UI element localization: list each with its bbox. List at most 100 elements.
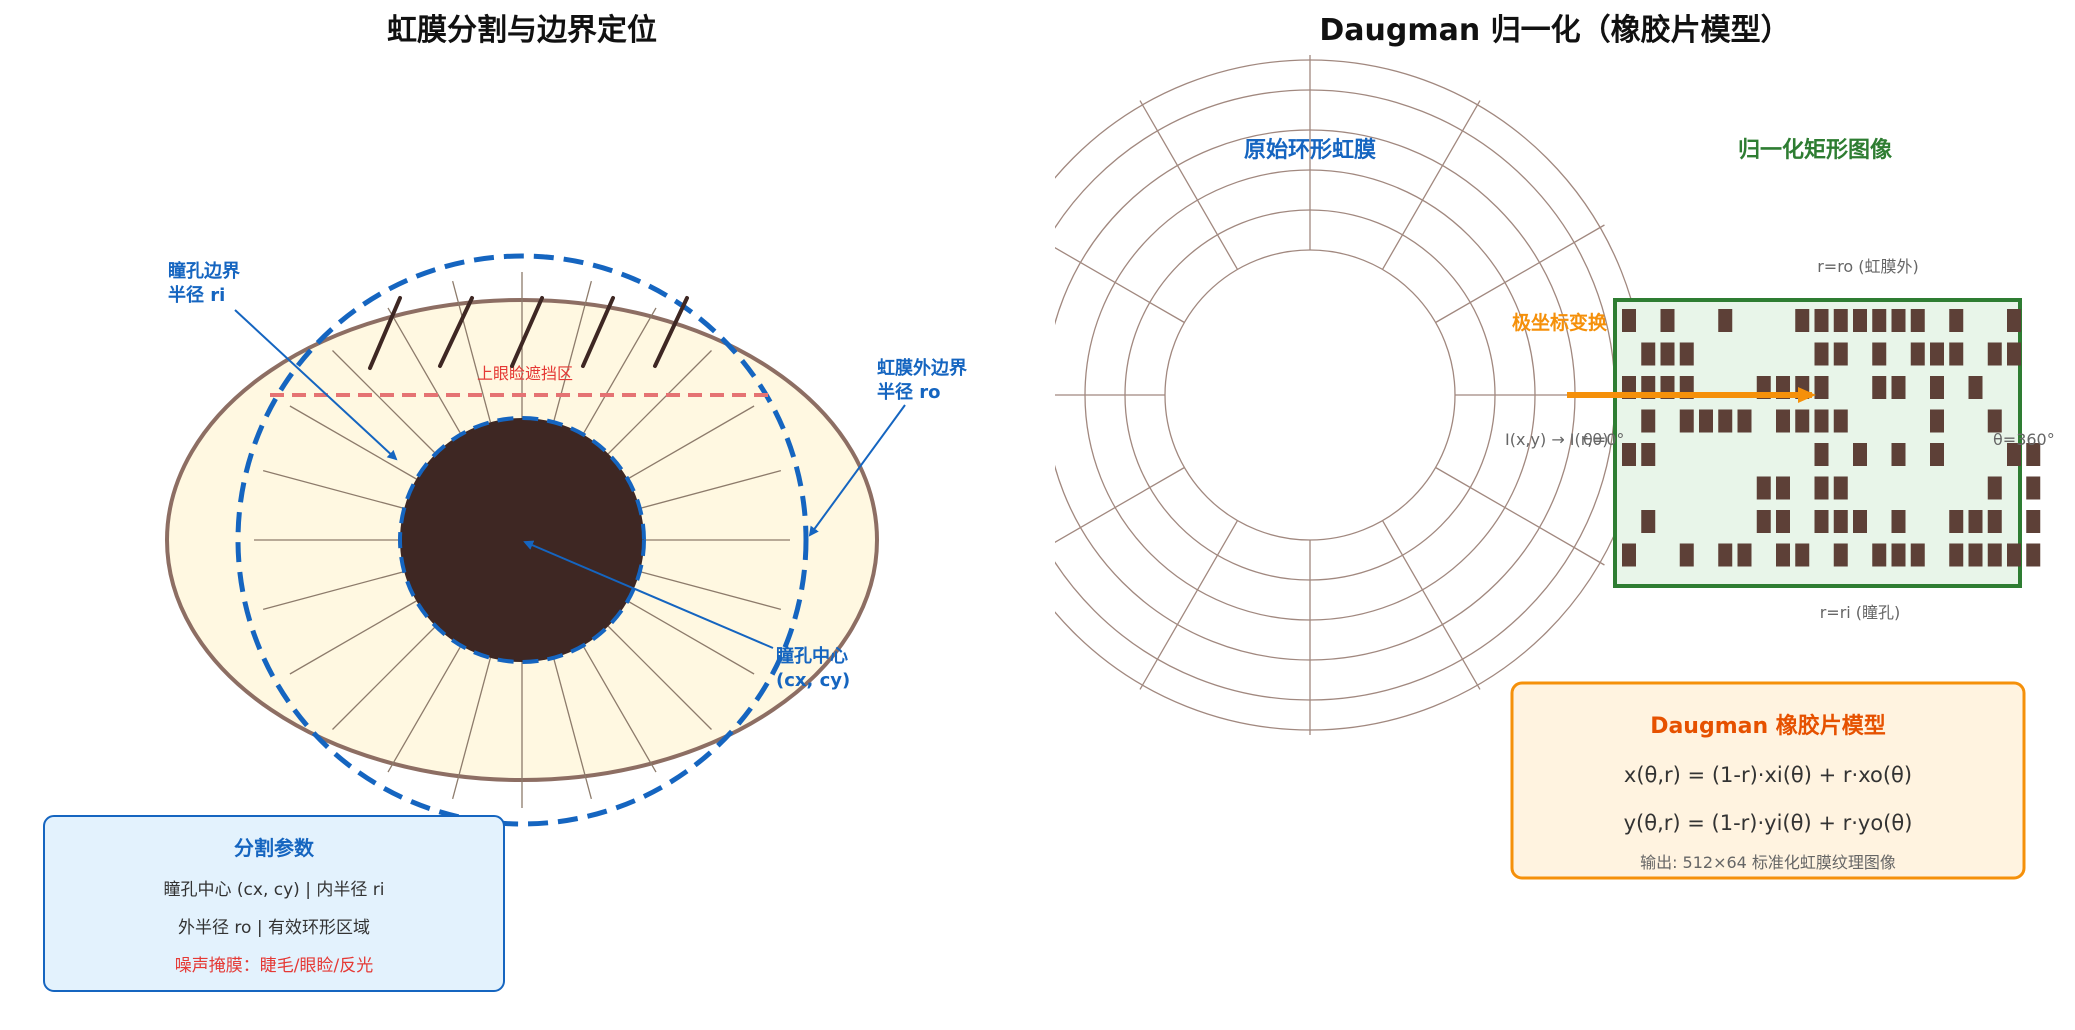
- texture-block: [1910, 309, 1925, 332]
- texture-block: [1891, 543, 1906, 567]
- texture-block: [1679, 409, 1694, 433]
- texture-block: [1814, 376, 1829, 399]
- formula-x: x(θ,r) = (1-r)·xi(θ) + r·xo(θ): [1624, 763, 1912, 787]
- texture-block: [1833, 476, 1848, 500]
- texture-block: [1699, 409, 1713, 433]
- texture-block: [1833, 342, 1848, 366]
- polar-ring: [1164, 249, 1456, 541]
- texture-block: [1641, 510, 1656, 533]
- texture-block: [1872, 309, 1887, 332]
- texture-block: [1949, 342, 1964, 366]
- iris-fiber: [639, 570, 782, 610]
- texture-block: [1814, 476, 1829, 500]
- texture-block: [1756, 476, 1771, 500]
- texture-block: [1679, 342, 1694, 366]
- texture-block: [2007, 543, 2021, 567]
- texture-block: [1833, 510, 1848, 533]
- texture-block: [1930, 443, 1944, 466]
- texture-block: [1930, 342, 1944, 366]
- rect-label: 归一化矩形图像: [1738, 137, 1893, 163]
- texture-block: [1949, 510, 1964, 533]
- iris-fiber: [552, 657, 592, 800]
- iris-fiber: [452, 280, 492, 423]
- texture-block: [1814, 342, 1829, 366]
- iris-fiber: [332, 350, 437, 455]
- texture-block: [1776, 409, 1790, 433]
- texture-block: [1814, 510, 1829, 533]
- texture-block: [1949, 309, 1964, 332]
- polar-spoke: [1381, 100, 1481, 270]
- texture-block: [1910, 543, 1925, 567]
- eyelashes: [368, 296, 689, 370]
- texture-block: [2026, 476, 2041, 500]
- mapping-label: I(x,y) → I(r,θ): [1505, 430, 1608, 449]
- texture-block: [1968, 543, 1983, 567]
- formula-y: y(θ,r) = (1-r)·yi(θ) + r·yo(θ): [1624, 811, 1913, 835]
- polar-spoke: [1435, 466, 1605, 566]
- iris-fiber: [552, 280, 592, 423]
- texture-block: [1987, 543, 2002, 567]
- r-outer-label: r=ro (虹膜外): [1817, 257, 1919, 276]
- texture-blocks: [1622, 309, 2041, 567]
- texture-block: [1853, 510, 1867, 533]
- texture-block: [2026, 443, 2041, 466]
- texture-block: [1891, 309, 1906, 332]
- polar-spoke: [1139, 520, 1239, 690]
- iris-fiber: [582, 645, 657, 773]
- texture-block: [1987, 342, 2002, 366]
- iris-fiber: [289, 600, 417, 675]
- texture-block: [1833, 409, 1848, 433]
- texture-block: [1622, 443, 1636, 466]
- iris-fiber: [607, 350, 712, 455]
- texture-block: [1795, 309, 1810, 332]
- ring-label: 原始环形虹膜: [1244, 137, 1376, 163]
- texture-block: [1853, 309, 1867, 332]
- texture-block: [1814, 309, 1829, 332]
- eyelid-label: 上眼睑遮挡区: [477, 364, 573, 383]
- transform-label: 极坐标变换: [1512, 311, 1608, 334]
- texture-block: [1776, 476, 1790, 500]
- texture-block: [1872, 376, 1887, 399]
- texture-block: [1660, 342, 1675, 366]
- r-inner-label: r=ri (瞳孔): [1820, 603, 1901, 622]
- texture-block: [1776, 510, 1790, 533]
- texture-block: [1641, 443, 1656, 466]
- texture-block: [1987, 510, 2002, 533]
- iris-fiber: [607, 625, 712, 730]
- texture-block: [1949, 543, 1964, 567]
- texture-block: [1833, 309, 1848, 332]
- texture-block: [1737, 543, 1752, 567]
- pupil-arrow: [234, 309, 398, 461]
- iris-arrow: [808, 404, 906, 537]
- iris-fiber: [289, 405, 417, 480]
- model-title: Daugman 橡胶片模型: [1650, 713, 1886, 739]
- iris-fiber: [262, 470, 405, 510]
- texture-block: [1930, 376, 1944, 399]
- pupil: [400, 418, 644, 662]
- texture-block: [1756, 510, 1771, 533]
- texture-block: [1968, 376, 1983, 399]
- texture-block: [2007, 443, 2021, 466]
- polar-spoke: [1139, 100, 1239, 270]
- texture-block: [1891, 443, 1906, 466]
- polar-spoke: [1055, 247, 1185, 324]
- iris-fiber: [332, 625, 437, 730]
- pupil-label-line1: 瞳孔边界: [168, 260, 240, 282]
- model-box: [1510, 681, 2026, 880]
- theta-start-label: θ=0°: [1583, 430, 1624, 449]
- iris-fiber: [387, 307, 462, 435]
- texture-block: [1814, 409, 1829, 433]
- iris-boundary: [235, 253, 809, 827]
- center-arrow: [523, 540, 774, 649]
- iris-fiber: [452, 657, 492, 800]
- pupil-boundary: [398, 416, 646, 664]
- texture-block: [1930, 409, 1944, 433]
- iris-fiber: [582, 307, 657, 435]
- texture-block: [2007, 342, 2021, 366]
- iris-fiber: [262, 570, 405, 610]
- params-line1: 瞳孔中心 (cx, cy) | 内半径 ri: [164, 880, 385, 900]
- iris-fiber: [639, 470, 782, 510]
- texture-block: [1641, 409, 1656, 433]
- texture-block: [1660, 309, 1675, 332]
- iris-label-line1: 虹膜外边界: [877, 357, 967, 379]
